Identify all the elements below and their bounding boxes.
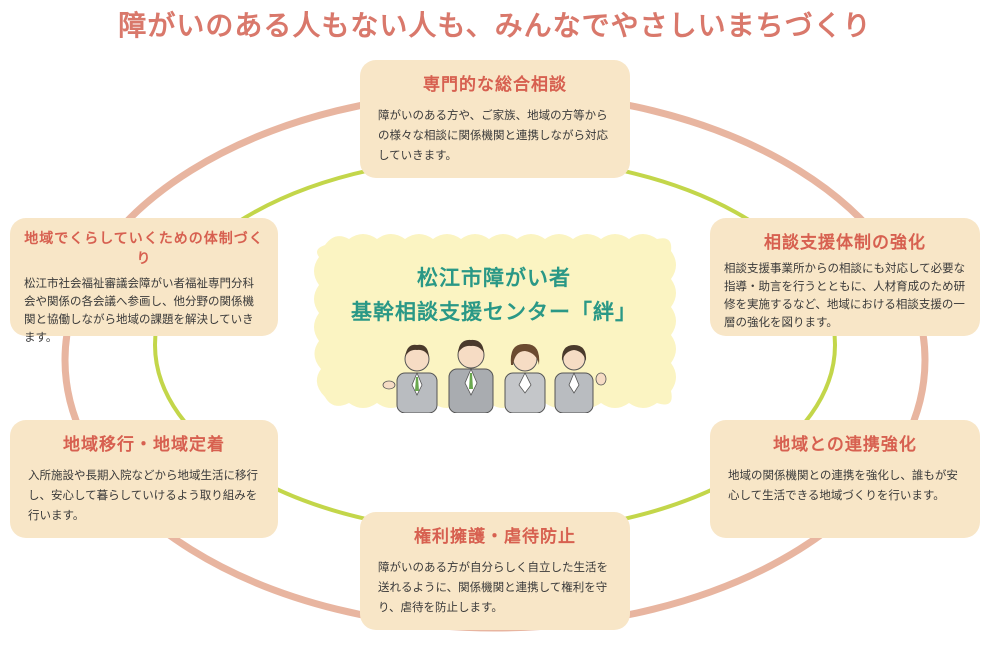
box-consultation-title: 専門的な総合相談: [423, 75, 567, 95]
box-community-cooperation: 地域との連携強化 地域の関係機関との連携を強化し、誰もが安心して生活できる地域づ…: [710, 420, 980, 538]
box-community-transition: 地域移行・地域定着 入所施設や長期入院などから地域生活に移行し、安心して暮らして…: [10, 420, 278, 538]
center-title: 松江市障がい者 基幹相談支援センター「絆」: [305, 261, 683, 329]
box-support-enhancement: 相談支援体制の強化 相談支援事業所からの相談にも対応して必要な指導・助言を行うと…: [710, 218, 980, 336]
staff-person-1: [382, 344, 438, 413]
box-community-transition-title: 地域移行・地域定着: [63, 435, 225, 455]
staff-person-4: [554, 345, 607, 413]
page-title: 障がいのある人もない人も、みんなでやさしいまちづくり: [118, 9, 872, 42]
box-community-cooperation-body: 地域の関係機関との連携を強化し、誰もが安心して生活できる地域づくりを行います。: [728, 468, 958, 502]
staff-person-2: [448, 339, 494, 413]
box-rights-protection-title: 権利擁護・虐待防止: [414, 527, 576, 547]
staff-person-3: [504, 343, 546, 413]
box-community-system: 地域でくらしていくための体制づくり 松江市社会福祉審議会障がい者福祉専門分科会や…: [10, 218, 278, 344]
staff-illustration: [382, 339, 607, 413]
box-rights-protection: 権利擁護・虐待防止 障がいのある方が自分らしく自立した生活を送れるように、関係機…: [360, 512, 630, 630]
box-consultation: 専門的な総合相談 障がいのある方や、ご家族、地域の方等からの様々な相談に関係機関…: [360, 60, 630, 178]
box-support-enhancement-title: 相談支援体制の強化: [764, 233, 926, 253]
center-hub: 松江市障がい者 基幹相談支援センター「絆」: [305, 225, 683, 415]
box-rights-protection-body: 障がいのある方が自分らしく自立した生活を送れるように、関係機関と連携して権利を守…: [378, 560, 608, 614]
box-community-cooperation-title: 地域との連携強化: [773, 435, 917, 455]
center-title-line2: 基幹相談支援センター「絆」: [351, 300, 637, 324]
box-consultation-body: 障がいのある方や、ご家族、地域の方等からの様々な相談に関係機関と連携しながら対応…: [378, 108, 608, 162]
center-title-line1: 松江市障がい者: [417, 266, 571, 290]
box-support-enhancement-body: 相談支援事業所からの相談にも対応して必要な指導・助言を行うとともに、人材育成のた…: [724, 261, 966, 329]
box-community-transition-body: 入所施設や長期入院などから地域生活に移行し、安心して暮らしていけるよう取り組みを…: [28, 468, 258, 522]
box-community-system-body: 松江市社会福祉審議会障がい者福祉専門分科会や関係の各会議へ参画し、他分野の関係機…: [24, 276, 254, 344]
box-community-system-title: 地域でくらしていくための体制づくり: [24, 231, 264, 267]
center-cloud-shape: [314, 234, 676, 408]
